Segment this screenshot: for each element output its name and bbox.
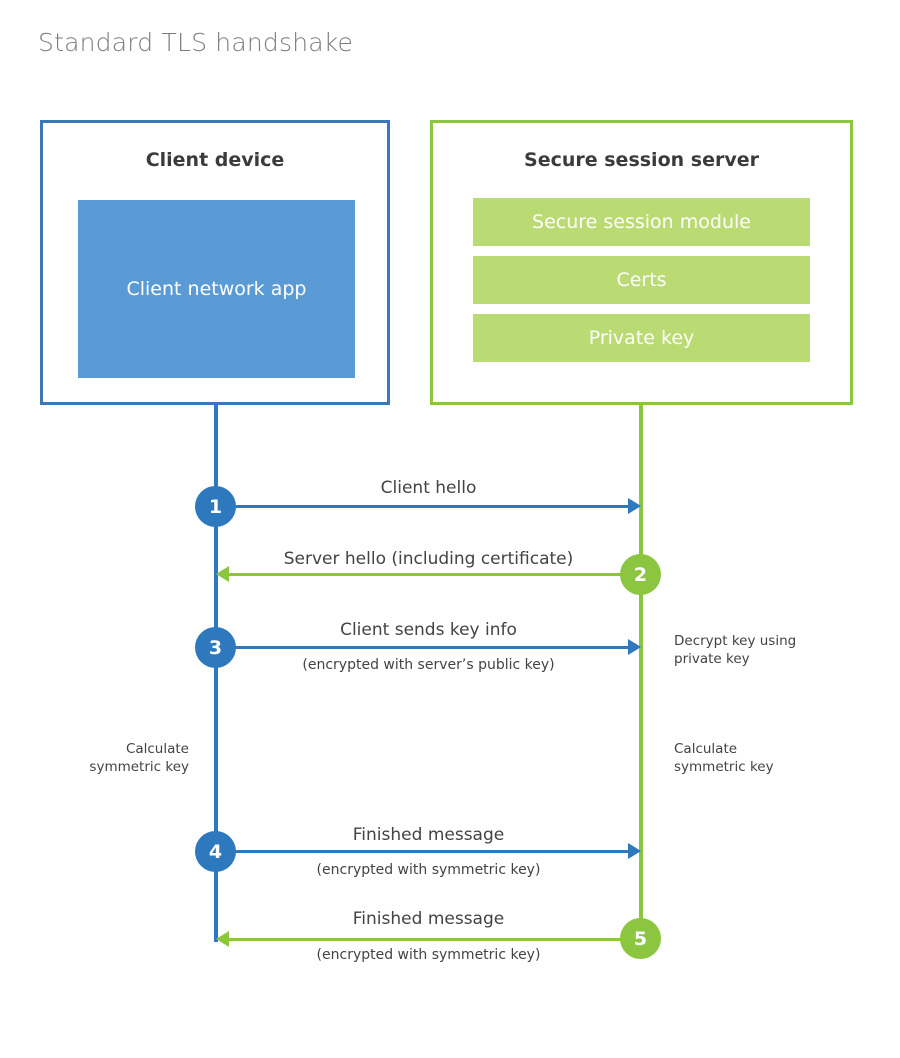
page-title: Standard TLS handshake [38, 28, 354, 57]
step-4-label: Finished message [352, 825, 505, 845]
step-2-label: Server hello (including certificate) [283, 549, 574, 569]
client-network-app-block: Client network app [78, 200, 355, 378]
server-block-private-key: Private key [473, 314, 810, 362]
step-badge-1[interactable]: 1 [195, 486, 236, 527]
step-badge-3[interactable]: 3 [195, 627, 236, 668]
secure-session-server-title: Secure session server [524, 149, 759, 171]
annotation-decrypt-key: Decrypt key using private key [674, 633, 797, 668]
server-component-stack: Secure session module Certs Private key [473, 198, 810, 362]
client-device-box: Client device Client network app [40, 120, 390, 405]
step-5-label: Finished message [352, 909, 505, 929]
step-3-sublabel: (encrypted with server’s public key) [302, 657, 555, 673]
server-block-secure-session-module: Secure session module [473, 198, 810, 246]
step-badge-2[interactable]: 2 [620, 554, 661, 595]
server-block-certs: Certs [473, 256, 810, 304]
step-2-arrow-line [229, 573, 641, 576]
step-2-arrowhead-icon [216, 566, 229, 582]
step-3-arrowhead-icon [628, 639, 641, 655]
step-4-arrowhead-icon [628, 843, 641, 859]
annotation-client-calculate-symmetric-key: Calculate symmetric key [89, 741, 189, 776]
step-5-sublabel: (encrypted with symmetric key) [316, 947, 541, 963]
secure-session-server-box: Secure session server Secure session mod… [430, 120, 853, 405]
step-4-sublabel: (encrypted with symmetric key) [316, 862, 541, 878]
client-lifeline [214, 405, 218, 942]
server-lifeline [639, 405, 643, 942]
step-1-arrow-line [216, 505, 628, 508]
step-5-arrowhead-icon [216, 931, 229, 947]
step-3-label: Client sends key info [340, 620, 517, 640]
step-5-arrow-line [229, 938, 641, 941]
step-1-label: Client hello [380, 478, 477, 498]
step-4-arrow-line [216, 850, 628, 853]
step-1-arrowhead-icon [628, 498, 641, 514]
step-badge-4[interactable]: 4 [195, 831, 236, 872]
step-badge-5[interactable]: 5 [620, 918, 661, 959]
client-device-title: Client device [145, 149, 285, 171]
step-3-arrow-line [216, 646, 628, 649]
annotation-server-calculate-symmetric-key: Calculate symmetric key [674, 741, 774, 776]
